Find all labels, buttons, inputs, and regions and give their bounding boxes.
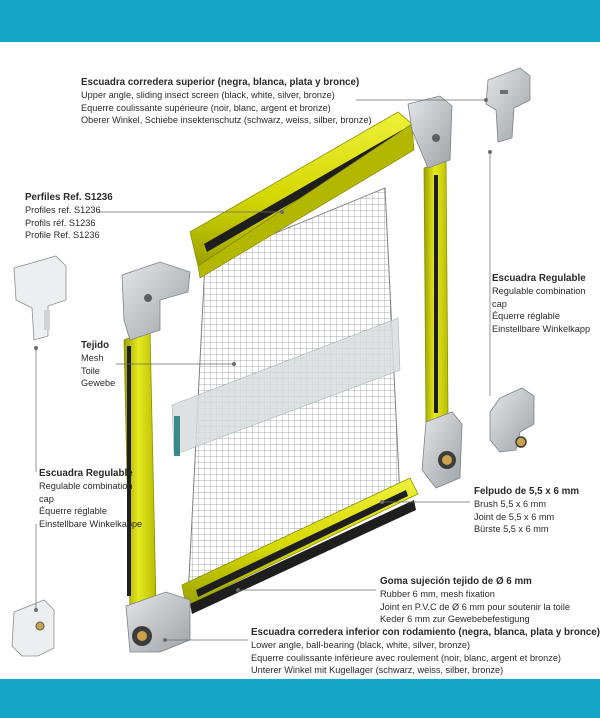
corner-top-left bbox=[121, 261, 191, 341]
label-title: Goma sujeción tejido de Ø 6 mm bbox=[380, 576, 532, 587]
label-line: Unterer Winkel mit Kugellager (schwarz, … bbox=[251, 665, 504, 676]
label-title: Perfiles Ref. S1236 bbox=[25, 192, 113, 203]
label-line: Équerre réglable bbox=[39, 506, 107, 517]
label-profiles: Perfiles Ref. S1236 Profiles ref. S1236 … bbox=[25, 192, 113, 242]
mesh-panel bbox=[171, 187, 401, 599]
label-regulable-left: Escuadra Regulable Regulable combination… bbox=[39, 468, 142, 530]
label-line: Keder 6 mm zur Gewebebefestigung bbox=[380, 614, 530, 625]
label-line: Bürste 5,5 x 6 mm bbox=[474, 524, 549, 535]
label-line: Rubber 6 mm, mesh fixation bbox=[380, 589, 495, 600]
corner-bottom-left bbox=[125, 591, 191, 653]
detail-upper-angle bbox=[485, 67, 531, 143]
label-title: Escuadra corredera inferior con rodamien… bbox=[251, 627, 600, 638]
top-band bbox=[0, 0, 600, 42]
label-line: Upper angle, sliding insect screen (blac… bbox=[81, 90, 335, 101]
label-line: Mesh bbox=[81, 353, 104, 364]
label-line: Einstellbare Winkelkappe bbox=[39, 518, 143, 529]
label-line: Profile Ref. S1236 bbox=[25, 230, 100, 241]
label-line: Regulable combination bbox=[39, 481, 133, 492]
detail-regulable-right bbox=[489, 387, 535, 453]
detail-regulable-left bbox=[13, 255, 67, 341]
label-regulable-right: Escuadra Regulable Regulable combination… bbox=[492, 273, 590, 335]
label-line: Profils réf. S1236 bbox=[25, 217, 96, 228]
corner-top-right bbox=[407, 95, 453, 169]
detail-lower-angle bbox=[11, 599, 55, 657]
label-line: Oberer Winkel, Schiebe insektenschutz (s… bbox=[81, 115, 372, 126]
label-mesh: Tejido Mesh Toile Gewebe bbox=[81, 340, 115, 390]
label-brush: Felpudo de 5,5 x 6 mm Brush 5,5 x 6 mm J… bbox=[474, 486, 579, 536]
label-line: Gewebe bbox=[81, 378, 116, 389]
leader-lines bbox=[34, 98, 492, 642]
label-rubber: Goma sujeción tejido de Ø 6 mm Rubber 6 … bbox=[380, 576, 570, 626]
label-title: Escuadra Regulable bbox=[492, 273, 586, 284]
label-title: Escuadra Regulable bbox=[39, 468, 133, 479]
label-line: Joint en P.V.C de Ø 6 mm pour soutenir l… bbox=[380, 601, 570, 612]
label-line: Profiles ref. S1236 bbox=[25, 205, 101, 216]
label-line: Einstellbare Winkelkapp bbox=[492, 323, 591, 334]
right-profile bbox=[423, 159, 449, 427]
corner-bottom-right bbox=[421, 411, 463, 489]
rubber-spline-end bbox=[174, 416, 180, 456]
label-line: Toile bbox=[81, 365, 100, 376]
label-lower-angle: Escuadra corredera inferior con rodamien… bbox=[251, 627, 600, 677]
label-line: Equerre coulissante inférieure avec roul… bbox=[251, 652, 561, 663]
bottom-band bbox=[0, 679, 600, 718]
bottom-profile bbox=[181, 477, 419, 614]
label-line: cap bbox=[492, 298, 507, 309]
label-line: Equerre coulissante supérieure (noir, bl… bbox=[81, 102, 331, 113]
label-line: Regulable combination bbox=[492, 286, 586, 297]
label-line: Joint de 5,5 x 6 mm bbox=[474, 511, 555, 522]
label-line: Lower angle, ball-bearing (black, white,… bbox=[251, 640, 471, 651]
label-title: Escuadra corredera superior (negra, blan… bbox=[81, 77, 360, 88]
label-line: cap bbox=[39, 493, 54, 504]
label-line: Équerre réglable bbox=[492, 311, 560, 322]
label-line: Brush 5,5 x 6 mm bbox=[474, 499, 546, 510]
label-upper-angle: Escuadra corredera superior (negra, blan… bbox=[81, 77, 372, 127]
label-title: Tejido bbox=[81, 340, 110, 351]
label-title: Felpudo de 5,5 x 6 mm bbox=[474, 486, 580, 497]
